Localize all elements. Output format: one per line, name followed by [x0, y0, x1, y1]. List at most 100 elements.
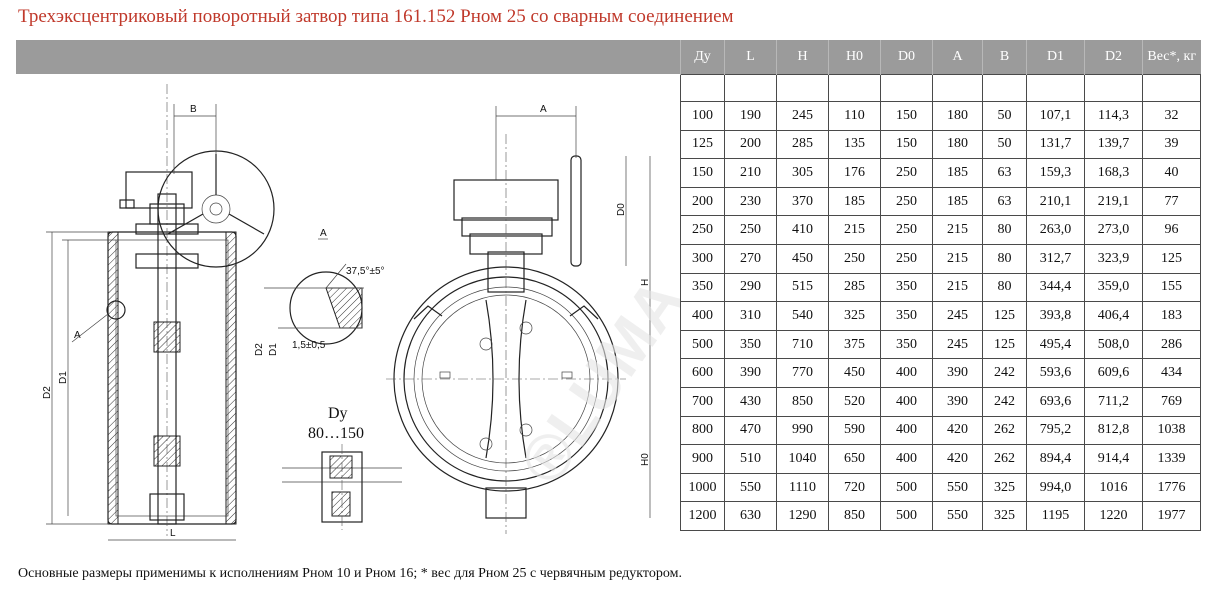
table-cell: 1776 [1142, 472, 1201, 503]
table-cell: 420 [932, 444, 983, 474]
column-header: D2 [1084, 40, 1143, 75]
table-cell: 250 [680, 215, 725, 245]
table-cell: 185 [828, 186, 881, 217]
table-cell: 63 [982, 158, 1027, 188]
table-cell: 390 [932, 358, 983, 388]
column-header: Вес*, кг [1142, 40, 1201, 75]
table-cell: 430 [724, 386, 777, 417]
footnote: Основные размеры применимы к исполнениям… [18, 566, 682, 581]
table-cell: 1016 [1084, 472, 1143, 503]
table-cell: 286 [1142, 329, 1201, 360]
table-cell: 50 [982, 101, 1027, 131]
dim-label-d2: D2 [42, 386, 53, 399]
dim-label-a: A [540, 104, 547, 115]
table-cell: 50 [982, 129, 1027, 160]
table-cell: 406,4 [1084, 301, 1143, 331]
table-cell: 80 [982, 243, 1027, 274]
table-cell: 550 [932, 472, 983, 503]
table-cell: 250 [880, 243, 933, 274]
table-cell: 250 [880, 215, 933, 245]
column-header: B [982, 40, 1027, 75]
side-view: B A D2 D1 L [42, 84, 275, 541]
small-dn-inset: Dу 80…150 [282, 405, 402, 530]
table-cell: 1038 [1142, 415, 1201, 446]
table-cell: 215 [932, 215, 983, 245]
table-cell: 39 [1142, 129, 1201, 160]
table-cell: 176 [828, 158, 881, 188]
table-cell: 273,0 [1084, 215, 1143, 245]
table-cell: 700 [680, 386, 725, 417]
table-cell: 914,4 [1084, 444, 1143, 474]
page-title: Трехэксцентриковый поворотный затвор тип… [18, 6, 734, 27]
table-cell: 434 [1142, 358, 1201, 388]
table-cell: 350 [880, 301, 933, 331]
dim-label-b: B [190, 104, 197, 115]
table-cell: 344,4 [1026, 272, 1085, 303]
table-cell: 1040 [776, 444, 829, 474]
table-cell: 242 [982, 358, 1027, 388]
table-cell: 250 [880, 158, 933, 188]
table-cell: 242 [982, 386, 1027, 417]
table-cell: 110 [828, 101, 881, 131]
table-cell: 285 [828, 272, 881, 303]
table-cell: 990 [776, 415, 829, 446]
table-cell: 32 [1142, 101, 1201, 131]
table-cell: 262 [982, 415, 1027, 446]
table-cell: 215 [828, 215, 881, 245]
table-cell: 80 [982, 215, 1027, 245]
table-cell: 410 [776, 215, 829, 245]
table-cell: 215 [932, 272, 983, 303]
table-cell: 350 [724, 329, 777, 360]
table-cell: 63 [982, 186, 1027, 217]
table-cell: 325 [828, 301, 881, 331]
table-cell: 77 [1142, 186, 1201, 217]
table-cell: 270 [724, 243, 777, 274]
table-cell: 312,7 [1026, 243, 1085, 274]
table-cell: 540 [776, 301, 829, 331]
table-cell: 40 [1142, 158, 1201, 188]
table-cell: 1195 [1026, 501, 1085, 531]
column-header: L [724, 40, 777, 75]
table-cell: 400 [880, 415, 933, 446]
dim-label-d0: D0 [616, 203, 627, 216]
table-cell: 1200 [680, 501, 725, 531]
table-cell: 262 [982, 444, 1027, 474]
watermark: ®LUMA [506, 266, 680, 497]
column-header: H0 [828, 40, 881, 75]
column-header: D1 [1026, 40, 1085, 75]
table-cell: 114,3 [1084, 101, 1143, 131]
table-cell: 390 [932, 386, 983, 417]
table-cell: 168,3 [1084, 158, 1143, 188]
table-cell: 159,3 [1026, 158, 1085, 188]
table-cell: 711,2 [1084, 386, 1143, 417]
table-cell: 150 [680, 158, 725, 188]
table-cell: 812,8 [1084, 415, 1143, 446]
table-cell: 125 [982, 301, 1027, 331]
table-cell: 400 [880, 386, 933, 417]
table-cell: 450 [776, 243, 829, 274]
table-cell: 508,0 [1084, 329, 1143, 360]
detail-title: A [320, 228, 327, 239]
table-cell: 150 [880, 129, 933, 160]
table-cell: 139,7 [1084, 129, 1143, 160]
table-cell: 250 [724, 215, 777, 245]
table-cell: 894,4 [1026, 444, 1085, 474]
table-cell: 850 [776, 386, 829, 417]
table-cell: 245 [932, 301, 983, 331]
table-cell: 250 [880, 186, 933, 217]
dim-label-h: H [640, 279, 651, 286]
table-cell: 285 [776, 129, 829, 160]
column-header: Ду [680, 40, 725, 75]
table-cell: 183 [1142, 301, 1201, 331]
table-cell: 125 [680, 129, 725, 160]
table-cell: 210,1 [1026, 186, 1085, 217]
